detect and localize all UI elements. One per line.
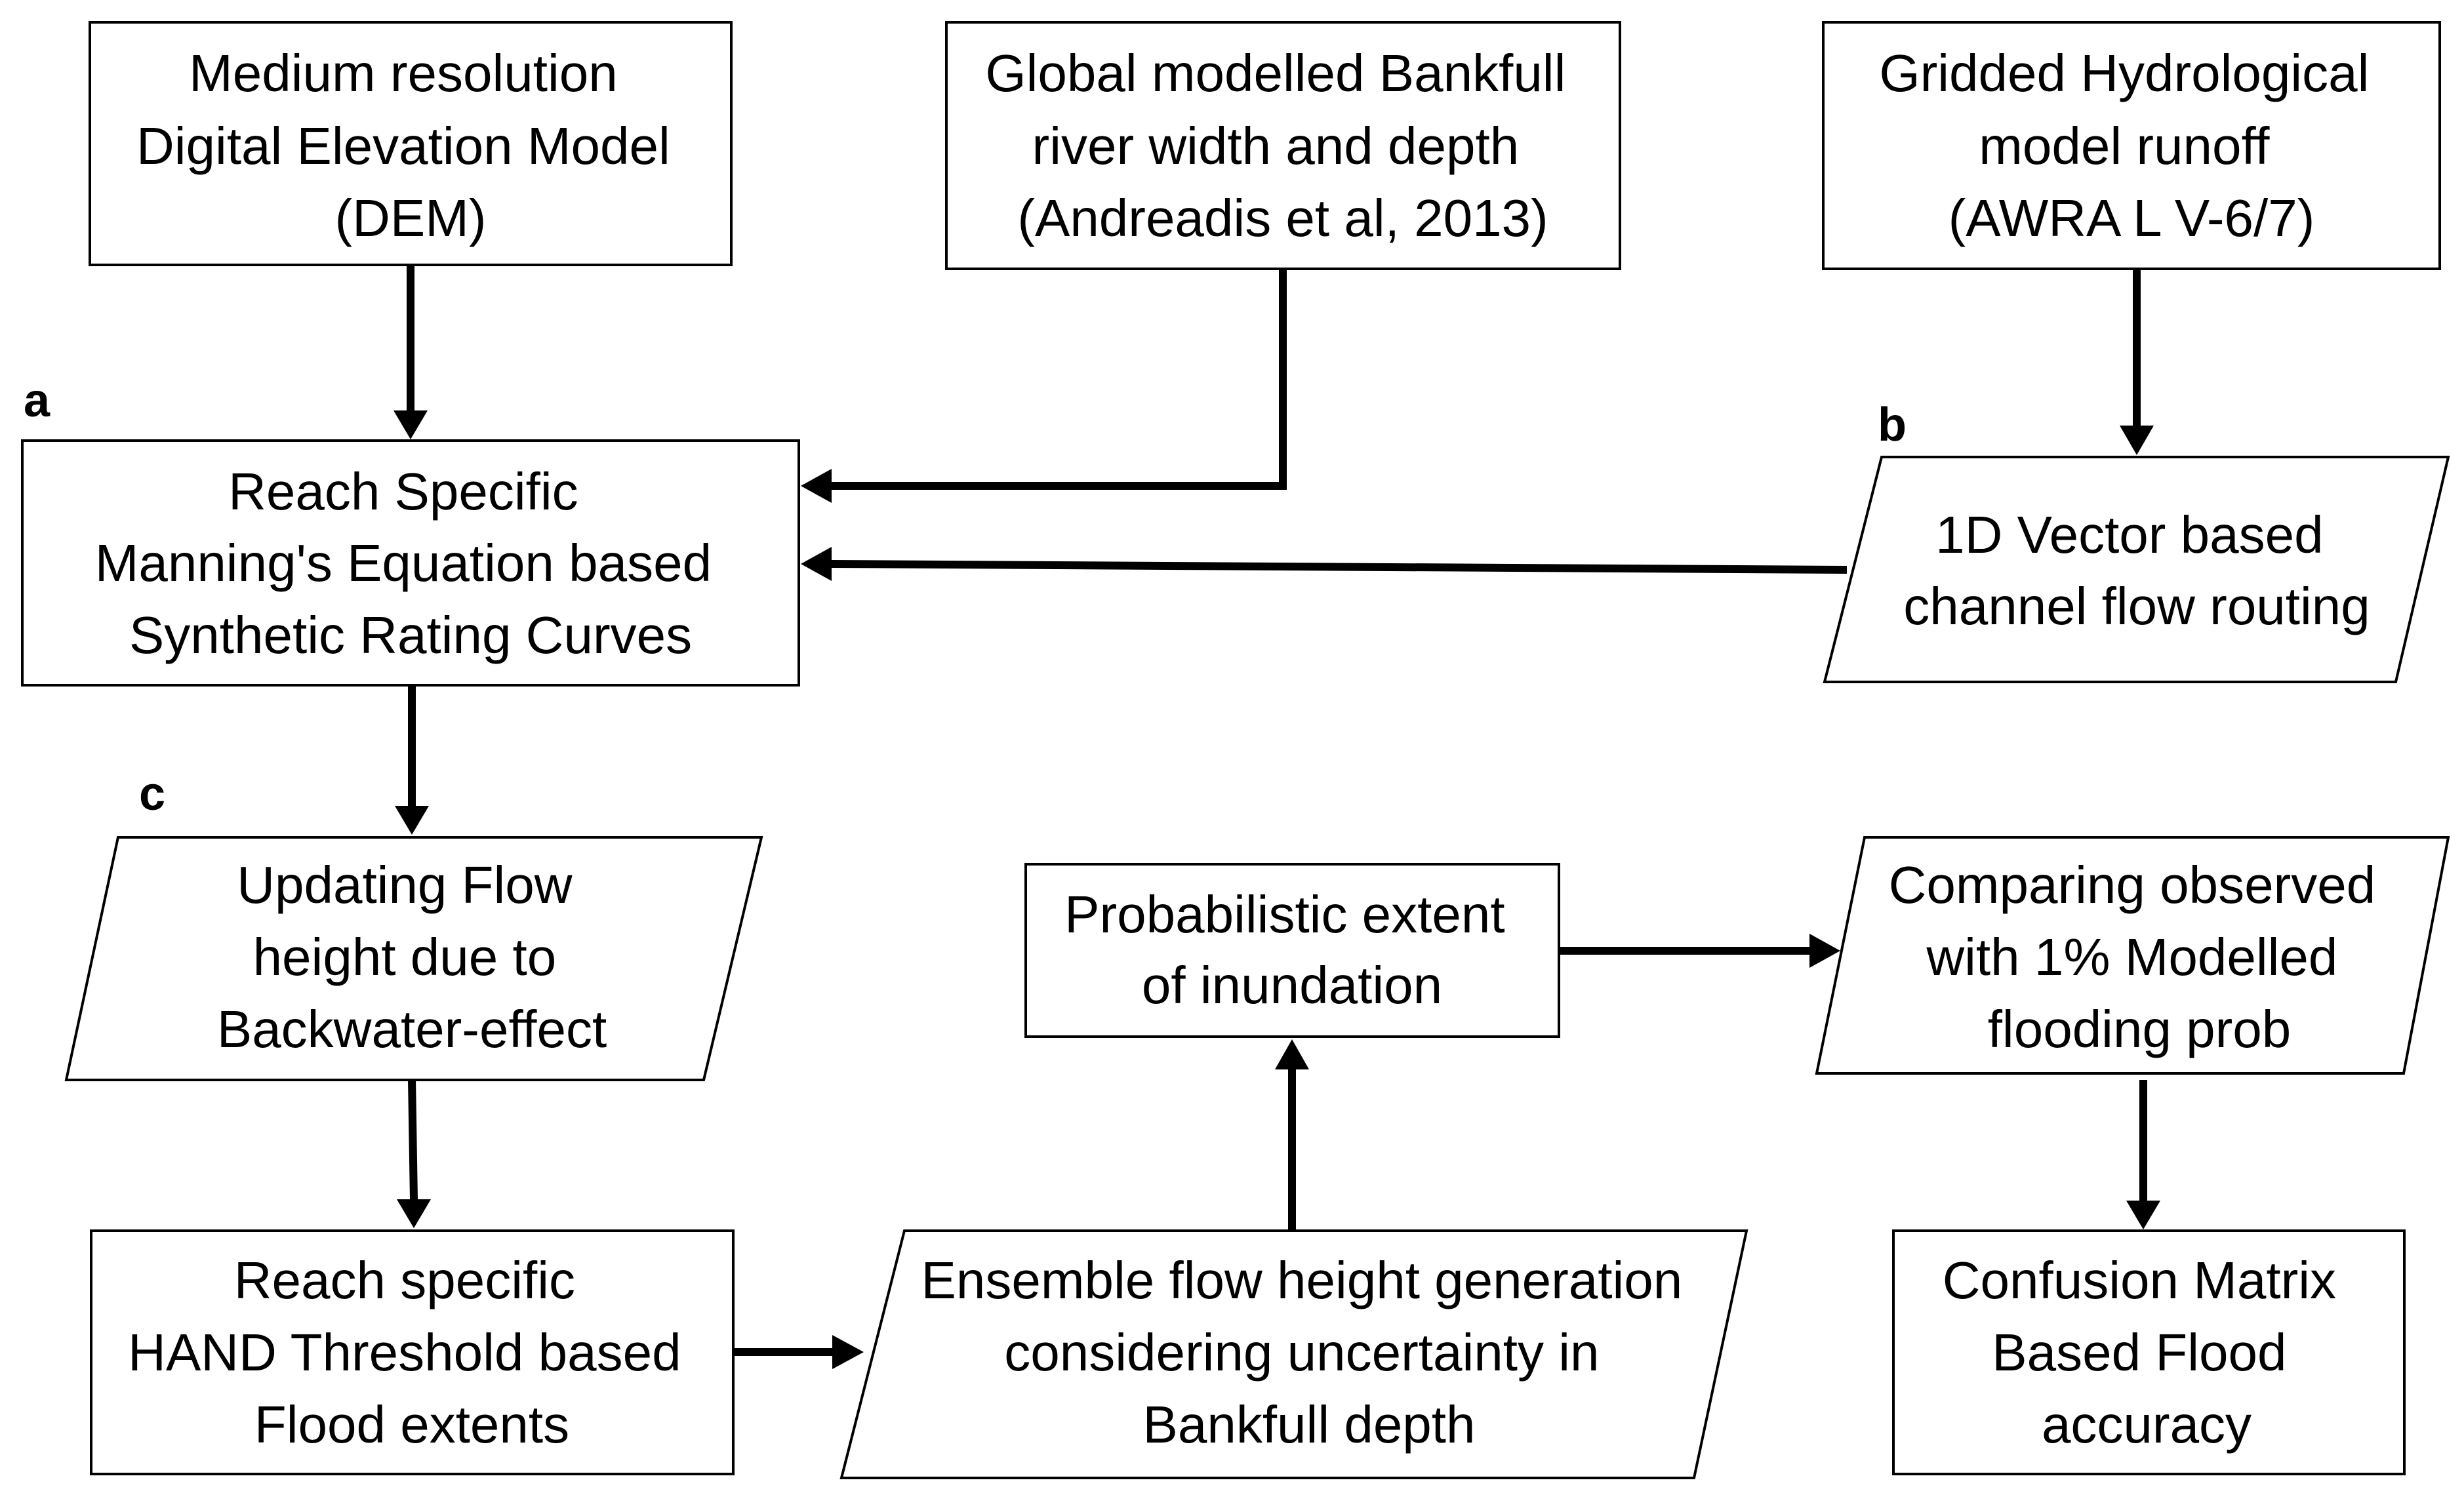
edge-backwater-to-hand [397,1079,431,1228]
edge-hand-to-ensemble [733,1335,864,1369]
edge-rating-to-backwater [395,685,429,835]
edge-dem-to-rating [394,265,428,439]
probabilistic-box [1024,863,1560,1038]
routing-label: 1D Vector based channel flow routing [1903,506,2370,635]
ensemble-parallelogram [839,1229,1748,1479]
bankfull-label: Global modelled Bankfull river width and… [985,44,1580,247]
edge-ensemble-to-probabilistic [1275,1039,1309,1231]
hand-label: Reach specific HAND Threshold based Floo… [128,1251,696,1454]
ensemble-label: Ensemble flow height generation consider… [921,1251,1697,1454]
backwater-label: Updating Flow height due to Backwater-ef… [217,856,607,1058]
rating-label: Reach Specific Manning's Equation based … [95,462,727,664]
probabilistic-label: Probabilistic extent of inundation [1064,885,1520,1014]
backwater-parallelogram [64,836,763,1081]
edge-probabilistic-to-comparing [1559,934,1840,968]
tag-c: c [139,768,165,820]
tag-a: a [24,374,50,427]
dem-label: Medium resolution Digital Elevation Mode… [136,44,685,247]
edge-runoff-to-routing [2120,269,2154,455]
edge-routing-to-rating [801,547,1848,581]
routing-parallelogram [1823,456,2450,683]
edge-bankfull-to-rating [801,269,1287,503]
runoff-box [1822,21,2441,270]
tag-b: b [1878,399,1907,451]
edge-comparing-to-confusion [2126,1080,2160,1229]
confusion-label: Confusion Matrix Based Flood accuracy [1943,1251,2351,1454]
comparing-label: Comparing observed with 1% Modelled floo… [1889,856,2391,1058]
bankfull-box [945,21,1621,270]
rating-box [21,439,800,687]
runoff-label: Gridded Hydrological model runoff (AWRA … [1879,44,2383,247]
comparing-parallelogram [1815,836,2450,1075]
confusion-box [1892,1229,2406,1475]
dem-box [89,21,733,266]
